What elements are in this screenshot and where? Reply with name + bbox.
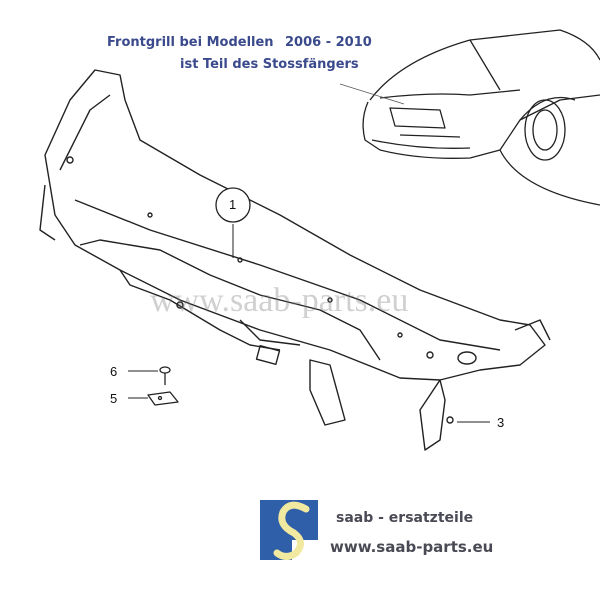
note-line-1: Frontgrill bei Modellen <box>107 35 274 50</box>
callout-5: 5 <box>110 391 118 406</box>
note-line-2: ist Teil des Stossfängers <box>180 57 359 72</box>
callout-1: 1 <box>229 197 237 212</box>
brand-logo <box>260 500 318 560</box>
bolt-part <box>159 366 171 385</box>
clip-part <box>147 391 179 406</box>
car-illustration <box>362 29 600 206</box>
callout-3: 3 <box>497 415 505 430</box>
watermark: www.saab-parts.eu <box>150 282 409 319</box>
note-years: 2006 - 2010 <box>285 35 372 50</box>
brand-url: www.saab-parts.eu <box>330 538 494 556</box>
note-leader-line <box>339 83 405 105</box>
brand-name: saab - ersatzteile <box>336 510 474 526</box>
front-panel-part <box>39 69 551 451</box>
callout-6: 6 <box>110 364 118 379</box>
callout-circle-1 <box>215 187 251 223</box>
